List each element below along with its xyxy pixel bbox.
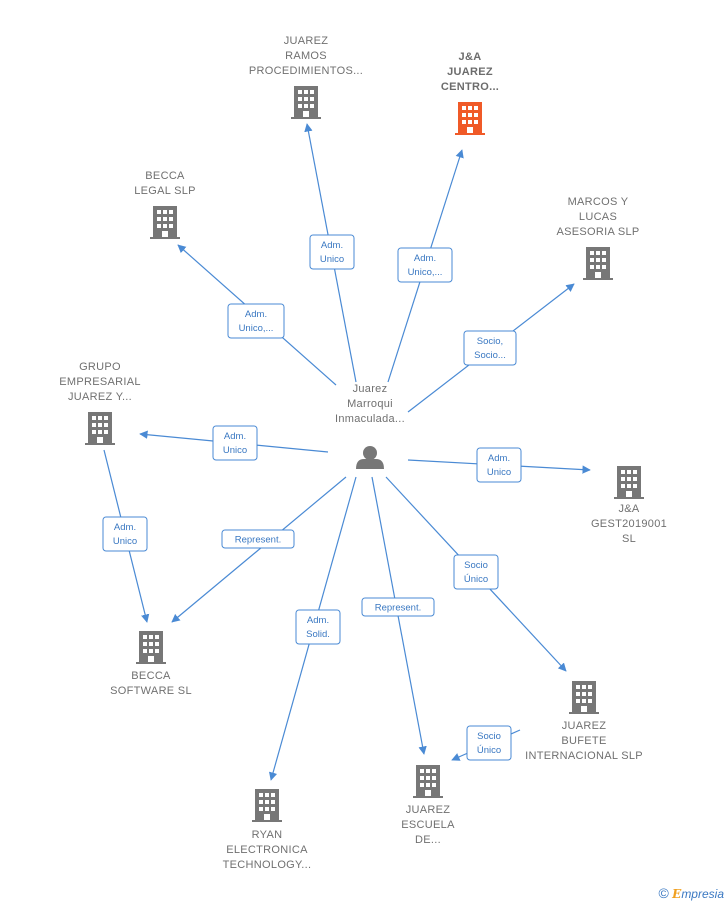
relation-label-text: Socio, xyxy=(477,336,503,347)
person-label: Marroqui xyxy=(347,398,393,410)
relation-label-text: Socio xyxy=(464,560,488,571)
relation-label-text: Socio xyxy=(477,731,501,742)
relation-label-text: Unico xyxy=(223,445,247,456)
company-label: INTERNACIONAL SLP xyxy=(525,750,643,762)
relation-label-text: Unico xyxy=(320,254,344,265)
relation-label-text: Solid. xyxy=(306,629,330,640)
company-label: PROCEDIMIENTOS... xyxy=(249,65,363,77)
company-label: J&A xyxy=(618,503,639,515)
company-label: BECCA xyxy=(131,670,171,682)
company-node-n10[interactable]: RYAN ELECTRONICA TECHNOLOGY... xyxy=(223,789,312,871)
company-label: ESCUELA xyxy=(401,819,455,831)
relation-label-text: Unico xyxy=(487,467,511,478)
person-label: Juarez xyxy=(353,383,388,395)
company-label: BUFETE xyxy=(561,735,606,747)
building-icon xyxy=(455,102,485,135)
company-label: TECHNOLOGY... xyxy=(223,859,312,871)
relation-label[interactable]: Adm. Unico xyxy=(476,447,522,483)
relation-label-text: Adm. xyxy=(307,615,329,626)
company-node-n7[interactable]: BECCA SOFTWARE SL xyxy=(110,631,192,697)
relation-label-text: Único xyxy=(477,745,501,756)
relation-label[interactable]: Adm. Solid. xyxy=(295,609,341,645)
building-icon xyxy=(569,681,599,714)
company-node-n9[interactable]: JUAREZ ESCUELA DE... xyxy=(401,765,455,846)
relation-label-text: Socio... xyxy=(474,350,506,361)
person-icon xyxy=(356,446,384,469)
company-label: ASESORIA SLP xyxy=(556,226,639,238)
company-label: JUAREZ xyxy=(284,35,329,47)
building-icon xyxy=(413,765,443,798)
relation-label-text: Único xyxy=(464,574,488,585)
relation-label-text: Adm. xyxy=(114,522,136,533)
relation-label-text: Adm. xyxy=(321,240,343,251)
relation-label-text: Adm. xyxy=(245,309,267,320)
building-icon xyxy=(614,466,644,499)
building-icon xyxy=(291,86,321,119)
company-label: BECCA xyxy=(145,170,185,182)
relation-label-text: Adm. xyxy=(224,431,246,442)
relation-label[interactable]: Represent. xyxy=(221,529,295,549)
company-label: SL xyxy=(622,533,636,545)
relation-label-text: Represent. xyxy=(235,535,281,546)
company-label: CENTRO... xyxy=(441,81,499,93)
building-icon xyxy=(85,412,115,445)
company-label: JUAREZ xyxy=(562,720,607,732)
copyright-icon: © xyxy=(658,885,669,901)
company-label: RYAN xyxy=(252,829,283,841)
person-label: Inmaculada... xyxy=(335,413,405,425)
company-node-n1[interactable]: JUAREZ RAMOS PROCEDIMIENTOS... xyxy=(249,35,363,119)
company-label: MARCOS Y xyxy=(568,196,629,208)
relation-label[interactable]: Adm. Unico,... xyxy=(227,303,285,339)
company-node-n8[interactable]: JUAREZ BUFETE INTERNACIONAL SLP xyxy=(525,681,643,762)
company-label: GEST2019001 xyxy=(591,518,667,530)
relation-label-text: Represent. xyxy=(375,603,421,614)
relation-label-text: Adm. xyxy=(414,253,436,264)
relation-label-text: Unico,... xyxy=(239,323,274,334)
company-label: EMPRESARIAL xyxy=(59,376,141,388)
company-label: JUAREZ Y... xyxy=(68,391,132,403)
relation-label[interactable]: Adm. Unico xyxy=(212,425,258,461)
building-icon xyxy=(136,631,166,664)
building-icon xyxy=(252,789,282,822)
brand-name: mpresia xyxy=(681,887,724,901)
company-label: J&A xyxy=(459,51,482,63)
person-node[interactable]: JuarezMarroquiInmaculada... xyxy=(335,383,405,469)
footer-brand: © Empresia xyxy=(658,885,724,901)
relation-label-text: Adm. xyxy=(488,453,510,464)
company-node-n4[interactable]: MARCOS Y LUCAS ASESORIA SLP xyxy=(556,196,639,280)
relation-label-text: Unico xyxy=(113,536,137,547)
company-label: JUAREZ xyxy=(447,66,493,78)
relation-label[interactable]: Socio, Socio... xyxy=(463,330,517,366)
company-label: GRUPO xyxy=(79,361,121,373)
company-node-n5[interactable]: GRUPO EMPRESARIAL JUAREZ Y... xyxy=(59,361,141,445)
company-label: ELECTRONICA xyxy=(226,844,308,856)
building-icon xyxy=(150,206,180,239)
relation-label[interactable]: Adm. Unico xyxy=(309,234,355,270)
company-label: DE... xyxy=(415,834,441,846)
relation-label[interactable]: Represent. xyxy=(361,597,435,617)
company-label: LUCAS xyxy=(579,211,617,223)
relation-label[interactable]: Adm. Unico,... xyxy=(397,247,453,283)
company-node-n2[interactable]: J&A JUAREZ CENTRO... xyxy=(441,51,499,135)
company-label: RAMOS xyxy=(285,50,327,62)
building-icon xyxy=(583,247,613,280)
company-label: JUAREZ xyxy=(406,804,451,816)
brand-initial: E xyxy=(672,887,682,901)
company-label: SOFTWARE SL xyxy=(110,685,192,697)
relation-label-text: Unico,... xyxy=(408,267,443,278)
company-node-n3[interactable]: BECCA LEGAL SLP xyxy=(134,170,196,239)
edge-person-n7 xyxy=(171,476,347,623)
company-label: LEGAL SLP xyxy=(134,185,196,197)
relation-label[interactable]: Adm. Unico xyxy=(102,516,148,552)
